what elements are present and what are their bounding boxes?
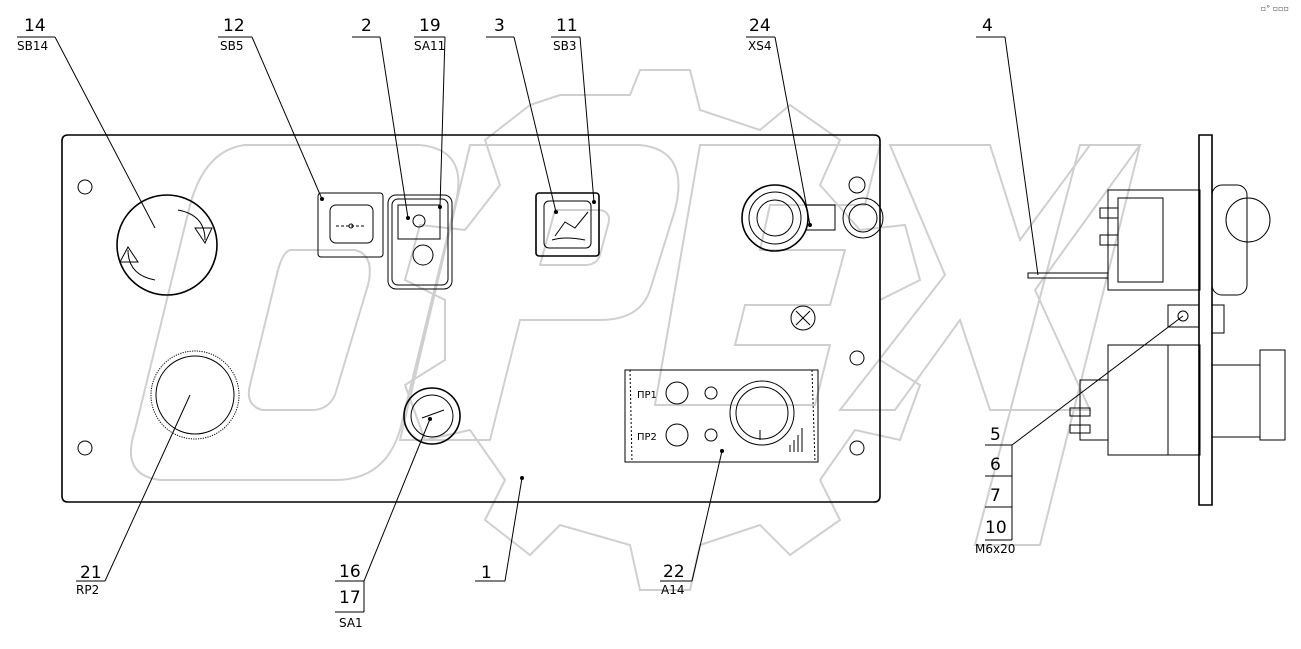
callout-24-number: 24 [749, 16, 771, 36]
callout-10-code: M6x20 [975, 542, 1015, 556]
fuse-label-pr1: ПР1 [637, 390, 657, 401]
callout-6-number: 6 [990, 455, 1001, 475]
ground-screw [790, 305, 816, 331]
callout-14-number: 14 [24, 16, 46, 36]
callout-3-number: 3 [494, 16, 505, 36]
callout-17-number: 17 [339, 588, 361, 608]
callout-22-code: A14 [661, 583, 684, 597]
callout-7-number: 7 [990, 486, 1001, 506]
callout-21-number: 21 [80, 563, 102, 583]
push-button-sb5 [317, 192, 384, 258]
control-panel [61, 134, 881, 503]
callout-22-number: 22 [663, 562, 685, 582]
callout-14-code: SB14 [17, 39, 48, 53]
callout-17-code: SA1 [339, 616, 363, 630]
mount-hole [77, 440, 93, 456]
emergency-stop-button [116, 194, 218, 296]
callout-1-number: 1 [481, 563, 492, 583]
callout-19-code: SA11 [414, 39, 445, 53]
mount-hole [849, 350, 865, 366]
callout-12-number: 12 [223, 16, 245, 36]
callout-11-code: SB3 [553, 39, 576, 53]
callout-12-code: SB5 [220, 39, 243, 53]
side-view-assembly [1027, 134, 1286, 506]
callout-10-number: 10 [985, 518, 1007, 538]
callout-5-number: 5 [990, 425, 1001, 445]
push-button-sb3 [535, 192, 600, 257]
callout-2-number: 2 [361, 16, 372, 36]
leader-lines [17, 36, 1184, 613]
watermark-opex [130, 144, 1142, 546]
corner-mark: ▫° ▫▫▫ [1260, 4, 1289, 13]
callout-4-number: 4 [982, 16, 993, 36]
watermark-gear [403, 69, 922, 591]
callout-11-number: 11 [556, 16, 578, 36]
potentiometer-knob [150, 350, 240, 440]
callout-24-code: XS4 [748, 39, 771, 53]
callout-16-number: 16 [339, 562, 361, 582]
switch-sa1 [403, 387, 461, 445]
callout-21-code: RP2 [76, 583, 99, 597]
fuse-block-a14: ПР1 ПР2 [624, 369, 819, 463]
mount-hole [77, 179, 93, 195]
toggle-switch-sa11 [387, 194, 453, 290]
callout-19-number: 19 [419, 16, 441, 36]
fuse-label-pr2: ПР2 [637, 432, 657, 443]
mount-hole [849, 440, 865, 456]
socket-xs4 [741, 176, 884, 252]
